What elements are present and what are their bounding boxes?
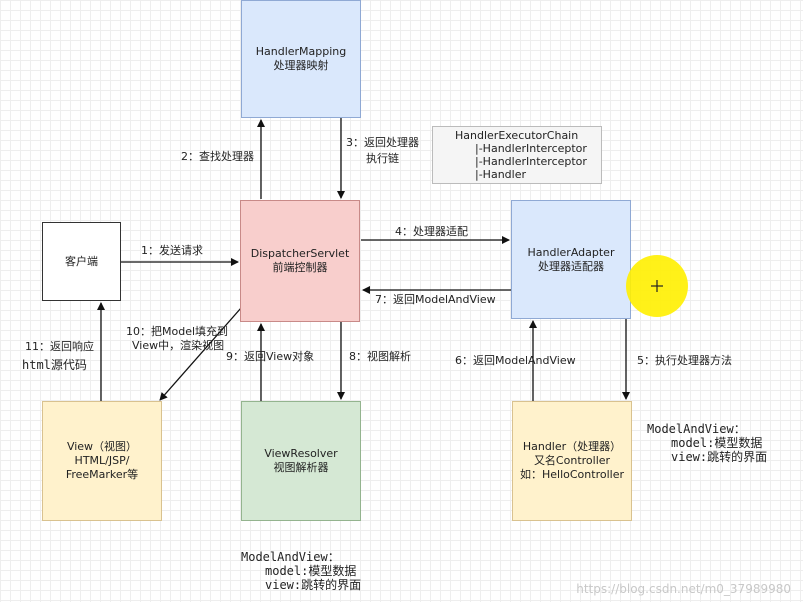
step-11-label-b: html源代码: [22, 358, 87, 372]
view-resolver-subtitle: 视图解析器: [273, 461, 329, 474]
chain-item: |-Handler: [475, 168, 526, 181]
step-7-label: 7：返回ModelAndView: [375, 293, 496, 306]
note-right-view: view:跳转的界面: [671, 450, 768, 464]
view-resolver-box: ViewResolver 视图解析器: [241, 401, 361, 521]
watermark: https://blog.csdn.net/m0_37989980: [576, 582, 791, 596]
step-10-label-a: 10：把Model填充到: [126, 325, 229, 338]
handler-adapter-box: HandlerAdapter 处理器适配器: [511, 200, 631, 319]
chain-item: |-HandlerInterceptor: [475, 142, 587, 155]
handler-mapping-title: HandlerMapping: [255, 45, 347, 58]
dispatcher-title: DispatcherServlet: [250, 247, 350, 260]
handler-adapter-subtitle: 处理器适配器: [538, 259, 604, 273]
handler-executor-chain-box: HandlerExecutorChain |-HandlerIntercepto…: [432, 126, 602, 184]
handler-title: Handler（处理器）: [522, 440, 622, 453]
step-10-label-b: View中，渲染视图: [132, 339, 225, 352]
step-5-label: 5：执行处理器方法: [637, 354, 732, 367]
view-resolver-title: ViewResolver: [264, 447, 338, 460]
step-4-label: 4：处理器适配: [395, 225, 468, 238]
view-box: View（视图） HTML/JSP/ FreeMarker等: [42, 401, 162, 521]
handler-mapping-box: HandlerMapping 处理器映射: [241, 0, 361, 118]
handler-box: Handler（处理器） 又名Controller 如：HelloControl…: [512, 401, 632, 521]
chain-title: HandlerExecutorChain: [455, 129, 579, 142]
handler-line3: 如：HelloController: [520, 468, 624, 481]
step-11-label-a: 11：返回响应: [25, 340, 94, 353]
handler-adapter-title: HandlerAdapter: [527, 245, 615, 259]
note-right-title: ModelAndView：: [647, 422, 746, 436]
step-1-label: 1：发送请求: [141, 244, 203, 257]
crosshair-cursor-icon: [651, 280, 663, 292]
model-and-view-note-bottom: ModelAndView： model:模型数据 view:跳转的界面: [241, 550, 361, 592]
handler-line2: 又名Controller: [533, 454, 611, 467]
step-9-label: 9：返回View对象: [226, 350, 315, 363]
step-8-label: 8：视图解析: [349, 350, 411, 363]
note-bottom-model: model:模型数据: [265, 564, 357, 578]
handler-mapping-subtitle: 处理器映射: [273, 59, 329, 72]
dispatcher-subtitle: 前端控制器: [272, 261, 328, 274]
client-box: 客户端: [42, 222, 121, 301]
model-and-view-note-right: ModelAndView： model:模型数据 view:跳转的界面: [647, 422, 767, 464]
client-label: 客户端: [65, 254, 98, 268]
note-bottom-title: ModelAndView：: [241, 550, 340, 564]
view-line2: HTML/JSP/: [74, 454, 130, 467]
step-6-label: 6：返回ModelAndView: [455, 354, 576, 367]
dispatcher-servlet-box: DispatcherServlet 前端控制器: [240, 200, 360, 322]
step-3-label-a: 3：返回处理器: [346, 136, 419, 149]
note-bottom-view: view:跳转的界面: [265, 578, 362, 592]
chain-item: |-HandlerInterceptor: [475, 155, 587, 168]
view-line3: FreeMarker等: [65, 468, 139, 481]
arrow-10-render: [159, 307, 242, 401]
step-2-label: 2：查找处理器: [181, 150, 254, 163]
view-title: View（视图）: [66, 440, 138, 453]
note-right-model: model:模型数据: [671, 436, 763, 450]
step-3-label-b: 执行链: [366, 152, 399, 165]
